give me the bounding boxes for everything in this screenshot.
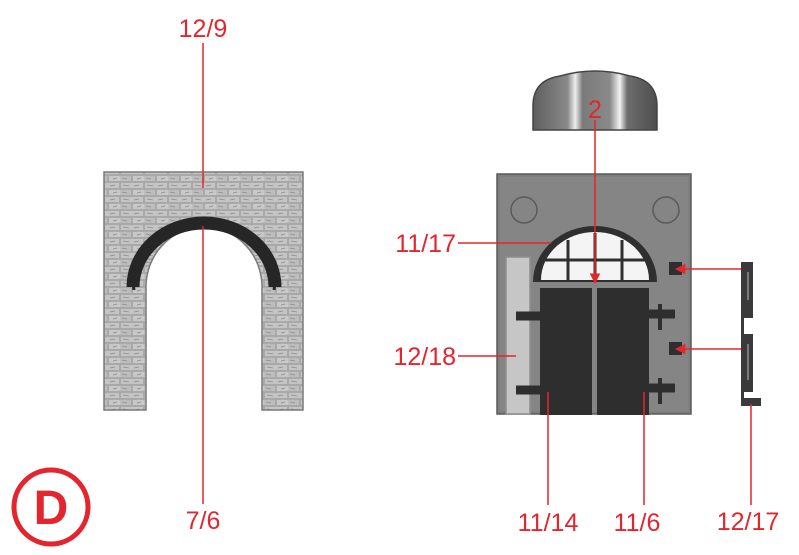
- label-hinge-bar: 12/17: [717, 508, 780, 536]
- arch-cap: [532, 70, 658, 131]
- stone-portal: [103, 171, 304, 411]
- label-side-strip: 12/18: [393, 343, 456, 371]
- label-window: 11/17: [395, 230, 456, 258]
- circle-letter-badge: [11, 467, 91, 547]
- step-badge-letter: D: [34, 482, 69, 535]
- label-wall-top: 12/9: [179, 15, 228, 43]
- label-arch-cap: 2: [588, 96, 602, 124]
- leader-lines: [202, 43, 752, 505]
- label-door-left: 11/14: [518, 509, 579, 537]
- label-door-right: 11/6: [614, 509, 661, 537]
- label-wall-bottom: 7/6: [186, 507, 221, 535]
- step-badge: D: [11, 467, 91, 547]
- hinge-bar: [741, 262, 761, 406]
